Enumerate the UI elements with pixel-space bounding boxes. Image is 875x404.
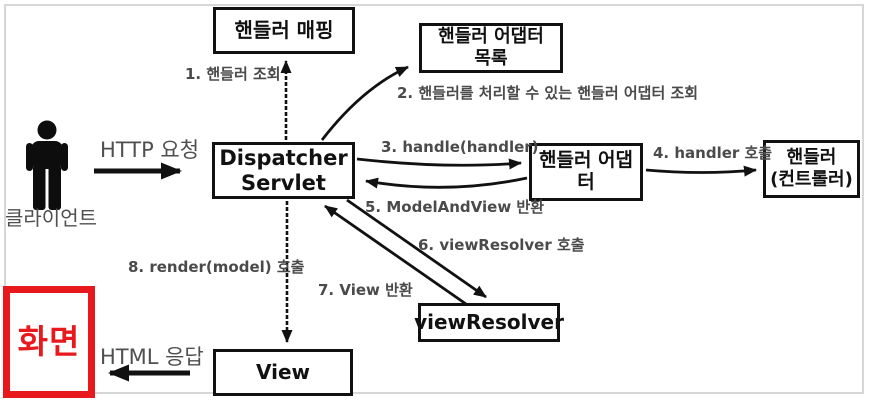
arrow-step4-handler-call [645, 165, 757, 177]
arrow-step5-modelandview-return [365, 176, 528, 189]
view-box: View [213, 349, 353, 396]
arrow-step7-view-return [324, 204, 467, 306]
handler-mapping-box: 핸들러 매핑 [213, 7, 355, 54]
label-step5: 5. ModelAndView 반환 [365, 198, 545, 216]
label-client: 클라이언트 [5, 206, 97, 230]
label-step2: 2. 핸들러를 처리할 수 있는 핸들러 어댑터 조회 [397, 84, 699, 102]
label-step6: 6. viewResolver 호출 [418, 236, 585, 254]
label-step4: 4. handler 호출 [653, 144, 773, 162]
handler-adapter-list-box: 핸들러 어댑터 목록 [419, 23, 563, 73]
view-resolver-box: viewResolver [414, 303, 564, 342]
handler-adapter-box: 핸들러 어댑터 [529, 143, 643, 201]
screen-box: 화면 [3, 286, 95, 398]
client-person-icon [26, 120, 68, 210]
label-http-request: HTTP 요청 [100, 138, 200, 162]
label-step3: 3. handle(handler) [381, 138, 539, 156]
label-step7: 7. View 반환 [318, 281, 413, 299]
arrow-step6-viewresolver-call [346, 198, 487, 299]
arrow-step3-handle [356, 157, 522, 170]
arrow-step2-adapter-lookup [320, 65, 409, 141]
handler-controller-box: 핸들러 (컨트롤러) [763, 140, 860, 198]
label-html-response: HTML 응답 [100, 345, 204, 369]
label-step1: 1. 핸들러 조회 [185, 65, 281, 83]
label-step8: 8. render(model) 호출 [128, 258, 305, 276]
dispatcher-servlet-box: Dispatcher Servlet [212, 142, 355, 199]
diagram-frame [4, 4, 864, 394]
